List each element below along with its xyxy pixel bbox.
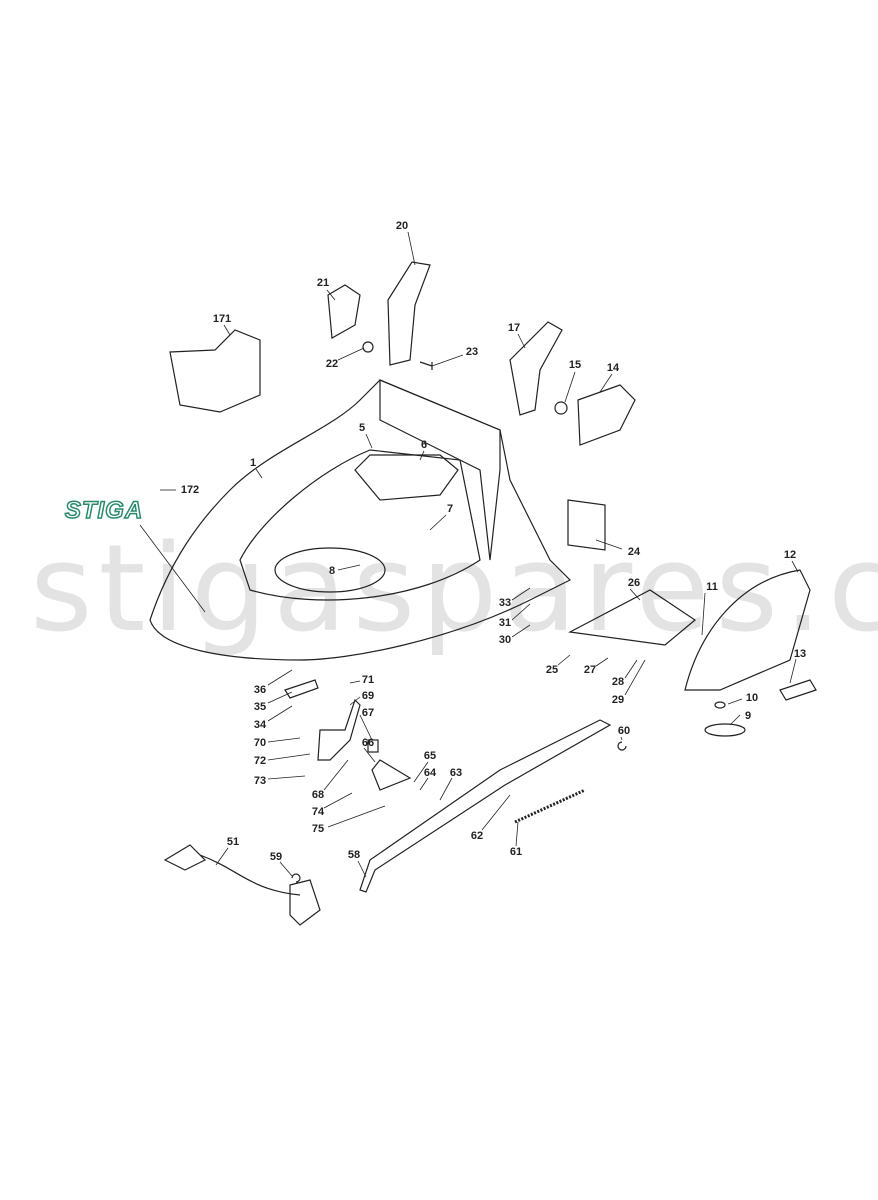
callout-31: 31: [498, 617, 512, 629]
callout-22: 22: [325, 358, 339, 370]
part-15: [554, 401, 568, 415]
callout-23: 23: [465, 346, 479, 358]
callout-172: 172: [180, 484, 200, 496]
deck-inner: [239, 449, 481, 601]
callout-5: 5: [358, 422, 366, 434]
callout-66: 66: [361, 737, 375, 749]
part-66: [371, 759, 412, 791]
part-23: [419, 361, 433, 370]
callout-34: 34: [253, 719, 267, 731]
callout-74: 74: [311, 806, 325, 818]
callout-70: 70: [253, 737, 267, 749]
callout-17: 17: [507, 322, 521, 334]
callout-7: 7: [446, 503, 454, 515]
callout-27: 27: [583, 664, 597, 676]
part-21: [327, 284, 361, 339]
callout-13: 13: [793, 648, 807, 660]
callout-59: 59: [269, 851, 283, 863]
callout-1: 1: [249, 457, 257, 469]
part-17: [509, 321, 563, 416]
callout-71: 71: [361, 674, 375, 686]
part-10: [714, 701, 726, 709]
part-60: [617, 741, 627, 751]
callout-67: 67: [361, 707, 375, 719]
part-26: [568, 589, 697, 646]
part-67: [367, 739, 379, 753]
callout-72: 72: [253, 755, 267, 767]
stiga-logo: STIGA: [64, 496, 144, 525]
part-14: [577, 384, 636, 446]
callout-61: 61: [509, 846, 523, 858]
callout-30: 30: [498, 634, 512, 646]
callout-171: 171: [212, 313, 232, 325]
callout-63: 63: [449, 767, 463, 779]
part-12: [684, 569, 811, 691]
callout-64: 64: [423, 767, 437, 779]
callout-20: 20: [395, 220, 409, 232]
deck-rear-wall: [379, 379, 501, 561]
mower-deck: [149, 379, 572, 661]
callout-33: 33: [498, 597, 512, 609]
leader-lines: [139, 231, 799, 878]
part-171: [169, 329, 261, 413]
callout-51: 51: [226, 836, 240, 848]
part-22: [362, 341, 374, 353]
callout-26: 26: [627, 577, 641, 589]
part-35: [284, 679, 319, 699]
callout-24: 24: [627, 546, 641, 558]
callout-68: 68: [311, 789, 325, 801]
callout-69: 69: [361, 690, 375, 702]
part-61: [514, 788, 586, 824]
callout-9: 9: [744, 710, 752, 722]
callout-6: 6: [420, 439, 428, 451]
callout-62: 62: [470, 830, 484, 842]
part-6: [354, 454, 459, 501]
callout-65: 65: [423, 750, 437, 762]
callout-12: 12: [783, 549, 797, 561]
callout-10: 10: [745, 692, 759, 704]
callout-73: 73: [253, 775, 267, 787]
watermark: stigaspares.co.uk: [30, 520, 878, 659]
part-9: [704, 723, 746, 737]
callout-25: 25: [545, 664, 559, 676]
callout-21: 21: [316, 277, 330, 289]
callout-15: 15: [568, 359, 582, 371]
callout-14: 14: [606, 362, 620, 374]
callout-75: 75: [311, 823, 325, 835]
callout-29: 29: [611, 694, 625, 706]
callout-60: 60: [617, 725, 631, 737]
part-13: [779, 679, 817, 701]
part-24: [567, 499, 606, 551]
callout-36: 36: [253, 684, 267, 696]
part-20: [387, 261, 431, 366]
part-59: [291, 873, 301, 883]
callout-58: 58: [347, 849, 361, 861]
callout-35: 35: [253, 701, 267, 713]
callout-8: 8: [328, 565, 336, 577]
part-69: [317, 698, 361, 761]
part-58: [359, 719, 612, 893]
callout-28: 28: [611, 676, 625, 688]
part-51: [163, 844, 321, 926]
callout-11: 11: [706, 581, 718, 593]
